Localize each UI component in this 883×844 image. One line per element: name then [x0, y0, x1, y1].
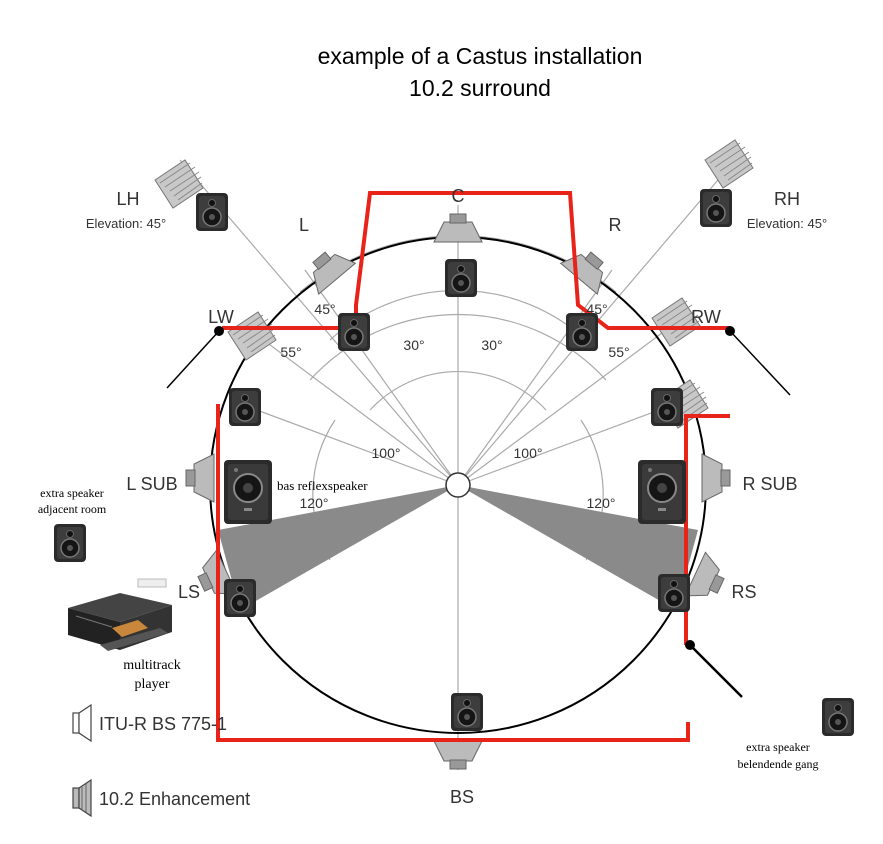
- monitor-rs: [657, 573, 691, 613]
- annotation-bas-reflex: bas reflexspeaker: [277, 478, 368, 493]
- connector-dot-rs: [685, 640, 695, 650]
- legend-itu-icon: [72, 703, 92, 743]
- label-rh: RH: [774, 189, 800, 209]
- label-lw: LW: [208, 307, 234, 327]
- label-ls: LS: [178, 582, 200, 602]
- speaker-hatch-lh: [154, 159, 204, 209]
- multitrack-player: [68, 578, 172, 651]
- label-l: L: [299, 215, 309, 235]
- label-lh: LH: [116, 189, 139, 209]
- label-lh-elevation: Elevation: 45°: [86, 216, 166, 231]
- monitor-extra-adjacent-room: [53, 523, 87, 563]
- label-bs: BS: [450, 787, 474, 807]
- legend-enhancement-icon: [72, 778, 92, 818]
- angle-55-right: 55°: [608, 344, 629, 360]
- monitor-right-side: [650, 387, 684, 427]
- annotation-extra-adjacent-1: extra speaker: [40, 486, 104, 500]
- legend-enhancement-label: 10.2 Enhancement: [99, 789, 250, 809]
- annotation-multitrack-2: player: [135, 677, 170, 692]
- angle-120-left: 120°: [300, 495, 329, 511]
- speaker-hatch-lw: [227, 311, 277, 361]
- title-line-1: example of a Castus installation: [317, 43, 643, 69]
- annotation-extra-gang-1: extra speaker: [746, 740, 810, 754]
- monitor-left-side: [228, 387, 262, 427]
- angle-100-left: 100°: [372, 445, 401, 461]
- angle-55-left: 55°: [280, 344, 301, 360]
- monitor-c: [444, 258, 478, 298]
- left-wedge: [218, 485, 458, 610]
- angle-45-left: 45°: [314, 301, 335, 317]
- label-rh-elevation: Elevation: 45°: [747, 216, 827, 231]
- monitor-lh: [195, 192, 229, 232]
- label-rsub: R SUB: [742, 474, 797, 494]
- title-line-2: 10.2 surround: [409, 75, 551, 101]
- angle-30-right: 30°: [481, 337, 502, 353]
- bass-reflex-right: [637, 459, 687, 525]
- right-wedge: [458, 485, 698, 610]
- angle-120-right: 120°: [587, 495, 616, 511]
- label-r: R: [609, 215, 622, 235]
- monitor-rh: [699, 188, 733, 228]
- connector-dot-lw: [214, 326, 224, 336]
- label-rs: RS: [731, 582, 756, 602]
- speaker-cone-c: [433, 213, 483, 243]
- monitor-bs: [450, 692, 484, 732]
- bass-reflex-left: [223, 459, 273, 525]
- connector-lines: [166, 330, 791, 698]
- speaker-hatch-rh: [704, 139, 754, 189]
- legend-itu-label: ITU-R BS 775-1: [99, 714, 227, 734]
- monitor-r: [565, 312, 599, 352]
- monitor-l: [337, 312, 371, 352]
- annotation-multitrack-1: multitrack: [123, 658, 181, 673]
- connector-dot-rw: [725, 326, 735, 336]
- monitor-ls: [223, 578, 257, 618]
- speaker-cone-lsub: [185, 453, 215, 503]
- speaker-cone-bs: [433, 740, 483, 770]
- listener-position: [445, 472, 471, 498]
- label-lsub: L SUB: [126, 474, 177, 494]
- label-rw: RW: [691, 307, 721, 327]
- annotation-extra-gang-2: belendende gang: [738, 757, 819, 771]
- angle-30-left: 30°: [403, 337, 424, 353]
- monitor-extra-gang: [821, 697, 855, 737]
- angle-45-right: 45°: [586, 301, 607, 317]
- angle-100-right: 100°: [514, 445, 543, 461]
- speaker-cone-rsub: [701, 453, 731, 503]
- annotation-extra-adjacent-2: adjacent room: [38, 502, 107, 516]
- label-c: C: [452, 186, 465, 206]
- speaker-cone-rs: [684, 551, 732, 609]
